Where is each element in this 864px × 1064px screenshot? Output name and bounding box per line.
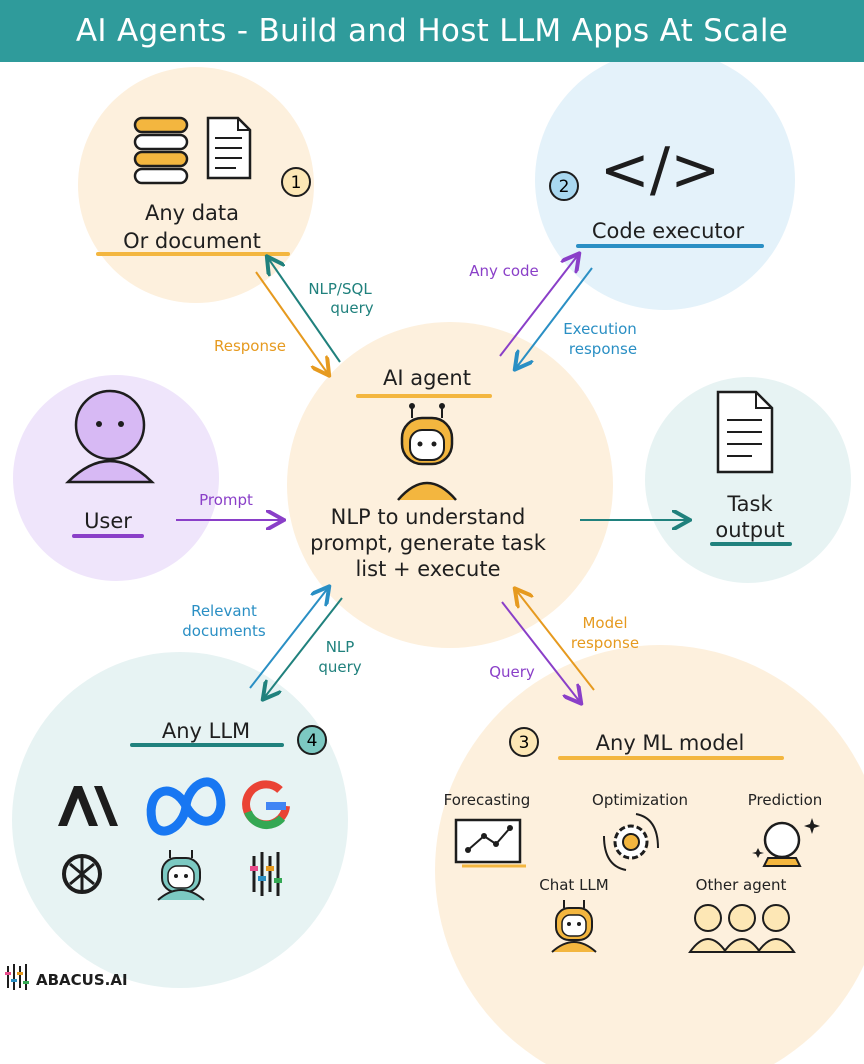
ml-node-label: Any ML model [596,731,745,755]
data-node-label-2: Or document [123,229,261,253]
badge-1-number: 1 [291,173,302,193]
agent-desc-2: prompt, generate task [310,531,547,555]
user-node-label: User [84,509,132,533]
ml-item-prediction: Prediction [748,791,823,809]
agent-node-label: AI agent [383,366,471,390]
agent-desc-3: list + execute [355,557,500,581]
arrow-label-relevant-1: Relevant [191,602,257,620]
diagram-svg: 1 Any data Or document </> 2 Code execut… [0,62,864,1064]
llm-node-label: Any LLM [162,719,250,743]
data-node-label-1: Any data [145,201,239,225]
arrow-label-model-2: response [571,634,639,652]
ml-item-other-agent: Other agent [696,876,787,894]
arrow-label-model-1: Model [582,614,627,632]
arrow-label-query: Query [489,663,535,681]
code-node-label: Code executor [592,219,745,243]
brand-name: ABACUS.AI [36,971,128,989]
arrow-label-nlp-query-1: NLP [326,638,355,656]
other-agents-icon [690,905,794,952]
output-node-label-1: Task [726,492,773,516]
arrow-label-execution-1: Execution [563,320,637,338]
arrow-label-response: Response [214,337,286,355]
ml-item-optimization: Optimization [592,791,688,809]
data-node-circle [78,67,314,303]
arrow-label-any-code: Any code [469,262,539,280]
arrow-label-nlp-query-2: query [318,658,361,676]
page-title: AI Agents - Build and Host LLM Apps At S… [0,0,864,62]
arrow-label-execution-2: response [569,340,637,358]
forecasting-chart-icon [456,820,526,866]
brand-logo-icon [5,964,29,990]
badge-2-number: 2 [559,177,570,197]
agent-desc-1: NLP to understand [331,505,526,529]
diagram-canvas: AI Agents - Build and Host LLM Apps At S… [0,0,864,1002]
output-node-label-2: output [715,518,784,542]
ml-item-forecasting: Forecasting [444,791,531,809]
task-document-icon [718,392,772,472]
arrow-label-nlp-sql-2: query [330,299,373,317]
arrow-label-prompt: Prompt [199,491,253,509]
badge-3-number: 3 [519,733,530,753]
document-icon [208,118,250,178]
arrow-label-nlp-sql-1: NLP/SQL [308,280,372,298]
ml-item-chat-llm: Chat LLM [539,876,608,894]
badge-4-number: 4 [307,731,318,751]
arrow-label-relevant-2: documents [182,622,266,640]
code-brackets-icon: </> [600,135,721,205]
